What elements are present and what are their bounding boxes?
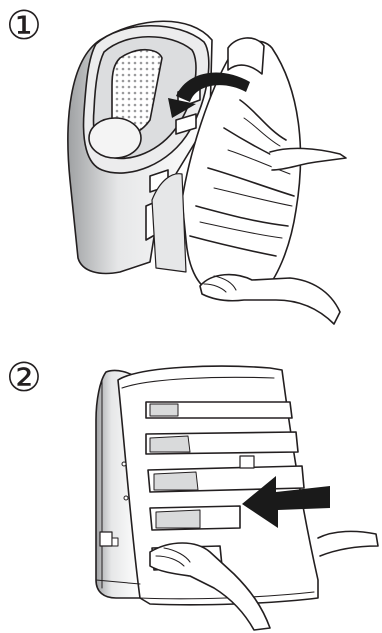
hand-left-step1 xyxy=(200,275,340,324)
control-dial xyxy=(89,118,141,158)
hand-right-step1 xyxy=(270,148,346,170)
step-2-illustration xyxy=(96,366,378,630)
step-1-illustration xyxy=(68,21,346,324)
hand-right-step2 xyxy=(318,531,378,556)
